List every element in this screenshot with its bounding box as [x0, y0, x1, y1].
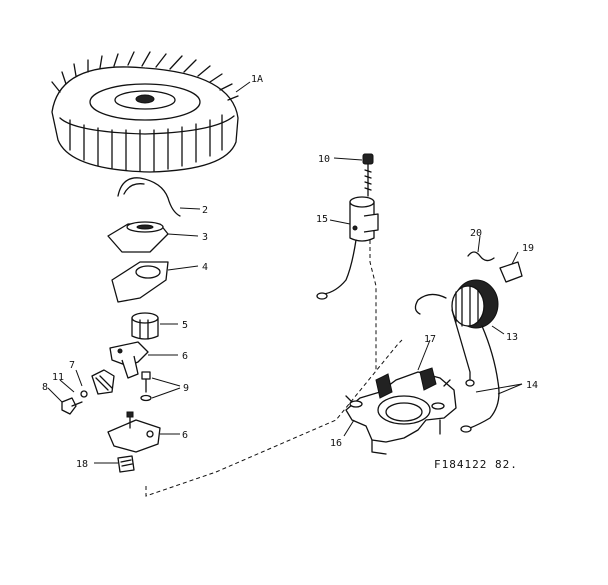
condenser-guide — [369, 240, 377, 370]
label-sleeve: 5 — [182, 320, 188, 331]
label-condenser: 15 — [316, 214, 328, 225]
plate-washer — [111, 261, 169, 303]
label-wire-clip: 20 — [470, 228, 482, 239]
label-screw-top: 10 — [318, 154, 330, 165]
screw-top — [362, 153, 374, 197]
label-screw-pair: 9 — [183, 383, 189, 394]
label-upper-bracket: 6 — [182, 351, 188, 362]
screw-pair — [140, 371, 152, 402]
coil — [414, 279, 500, 433]
label-lock-washer: 11 — [52, 372, 64, 383]
cover — [499, 261, 523, 283]
label-cone-washer: 3 — [202, 232, 208, 243]
upper-bracket — [109, 341, 149, 379]
sleeve — [131, 312, 159, 340]
stator-base — [345, 367, 457, 455]
small-parts-cluster — [61, 369, 115, 415]
label-stator-ear: 17 — [424, 334, 436, 345]
condenser — [316, 196, 379, 300]
alignment-line — [145, 339, 403, 497]
clip — [117, 455, 135, 473]
label-stator-base: 16 — [330, 438, 342, 449]
reference-code: F184122 82. — [434, 458, 518, 471]
wire-clip — [467, 251, 495, 262]
label-plate-washer: 4 — [202, 262, 208, 273]
flywheel — [51, 51, 239, 173]
label-flywheel: 1A — [251, 74, 263, 85]
lower-bracket — [107, 411, 161, 453]
label-bolt: 8 — [42, 382, 48, 393]
label-leads: 14 — [526, 380, 538, 391]
label-nut: 7 — [69, 360, 75, 371]
label-clip: 18 — [76, 459, 88, 470]
label-lower-bracket: 6 — [182, 430, 188, 441]
label-spring: 2 — [202, 205, 208, 216]
cone-washer — [107, 221, 169, 253]
label-cover: 19 — [522, 243, 534, 254]
spring — [117, 177, 181, 217]
label-coil: 13 — [506, 332, 518, 343]
